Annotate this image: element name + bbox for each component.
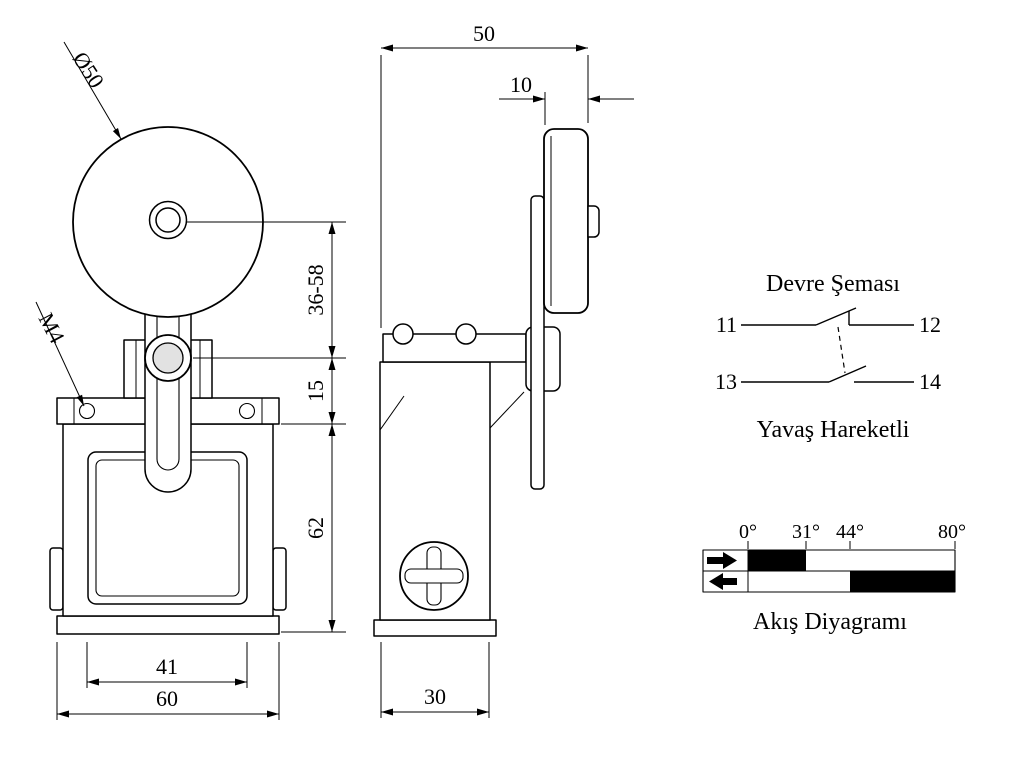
dim-head-width-label: 50 (473, 21, 495, 46)
mounting-hole-left (78, 402, 96, 420)
pivot-shaft (152, 342, 184, 374)
dim-roller-thickness-label: 10 (510, 72, 532, 97)
nc-contact-11-12 (741, 307, 914, 326)
dim-roller-diameter: Ø50 (63, 41, 122, 140)
dim-adjust-range: 36-58 (186, 221, 346, 359)
terminal-13: 13 (715, 369, 737, 394)
roller-axle-hole (155, 207, 181, 233)
dim-thread: M4 (34, 301, 85, 407)
terminal-11: 11 (716, 312, 737, 337)
circuit-diagram: Devre Şeması 11 12 13 14 Yavaş Hareketli (715, 271, 941, 443)
arrow-left-icon (709, 573, 737, 590)
dim-body-width-label: 60 (156, 686, 178, 711)
angle-44-label: 44° (836, 521, 864, 543)
dim-head-width: 50 (380, 21, 589, 328)
side-view (373, 128, 600, 637)
dim-pivot-gap-label: 15 (303, 380, 328, 402)
arrow-right-icon (707, 552, 737, 569)
dim-thread-label: M4 (34, 309, 70, 348)
body-base-front (56, 615, 280, 635)
dim-body-width: 60 (56, 642, 280, 720)
dim-body-depth-label: 30 (424, 684, 446, 709)
dim-roller-thickness: 10 (499, 72, 634, 125)
left-tab (49, 547, 64, 611)
dim-hole-spacing-label: 41 (156, 654, 178, 679)
roller-axle-boss (587, 205, 600, 238)
body-chamfer-right (489, 391, 525, 429)
head-pin-left (392, 323, 414, 345)
terminal-14: 14 (919, 369, 941, 394)
dim-roller-diameter-label: Ø50 (68, 47, 110, 92)
right-tab (272, 547, 287, 611)
dim-hole-spacing: 41 (86, 642, 248, 688)
dim-body-height: 62 (281, 424, 346, 633)
terminal-12: 12 (919, 312, 941, 337)
head-pin-right (455, 323, 477, 345)
angle-31-label: 31° (792, 521, 820, 543)
dim-pivot-gap: 15 (281, 358, 346, 425)
lever-plate-side (530, 195, 545, 490)
angle-80-label: 80° (938, 521, 966, 543)
flow-title: Akış Diyagramı (753, 609, 907, 635)
mechanical-link-dashed (837, 326, 846, 374)
screw-slot-horizontal (404, 568, 464, 584)
flow-black-top-segment (748, 550, 806, 571)
front-view (49, 126, 287, 635)
no-contact-13-14 (741, 365, 914, 383)
angle-0-label: 0° (739, 521, 757, 543)
dim-body-height-label: 62 (303, 517, 328, 539)
mounting-hole-right (238, 402, 256, 420)
circuit-title: Devre Şeması (766, 271, 900, 297)
flow-diagram: 0° 31° 44° 80° Akış Diyagramı (702, 521, 966, 635)
body-chamfer-left (379, 395, 405, 431)
body-base-side (373, 619, 497, 637)
flow-black-bottom-segment (850, 571, 955, 592)
dim-body-depth: 30 (380, 642, 490, 718)
dim-adjust-range-label: 36-58 (303, 264, 328, 315)
circuit-subtitle: Yavaş Hareketli (757, 417, 910, 443)
